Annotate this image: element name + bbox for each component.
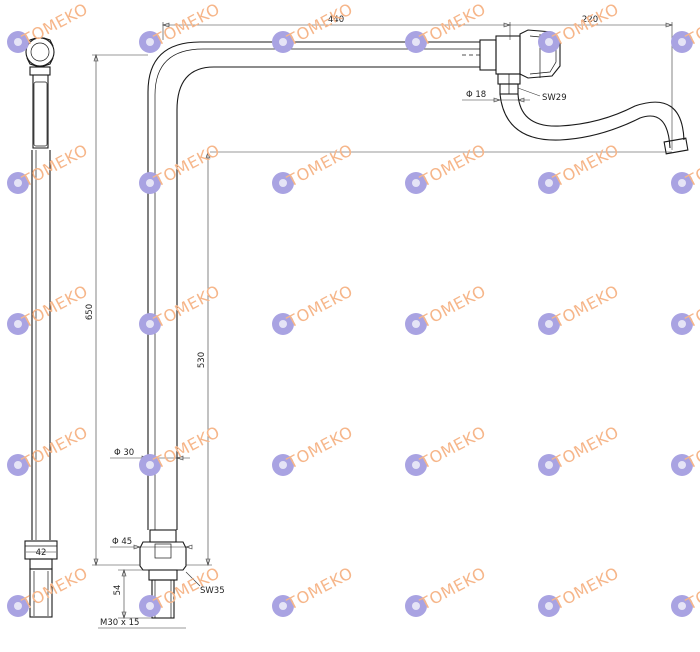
main-pipe: [147, 41, 480, 530]
watermark-text: TOMEKO: [18, 0, 91, 50]
watermark-tomeko: TOMEKO: [7, 281, 91, 335]
dim-height-spout: 530: [197, 352, 207, 368]
watermark-text: TOMEKO: [283, 563, 356, 614]
watermark-tomeko: TOMEKO: [272, 140, 356, 194]
watermark-text: TOMEKO: [283, 140, 356, 191]
side-view-spout: [32, 75, 49, 149]
watermark-tomeko: TOMEKO: [405, 281, 489, 335]
watermark-tomeko: TOMEKO: [7, 422, 91, 476]
watermark-text: TOMEKO: [18, 422, 91, 473]
watermark-tomeko: TOMEKO: [272, 281, 356, 335]
watermark-tomeko: TOMEKO: [7, 0, 91, 53]
watermark-tomeko: TOMEKO: [139, 281, 223, 335]
dim-connector-diameter: Φ 18: [466, 90, 486, 100]
watermark-text: TOMEKO: [150, 422, 223, 473]
watermark-text: TOMEKO: [549, 281, 622, 332]
watermark-text: TOMEKO: [416, 140, 489, 191]
dim-thread-length: 54: [113, 585, 123, 596]
dim-wrench-base: SW35: [200, 586, 225, 596]
watermark-text: TOMEKO: [18, 281, 91, 332]
watermark-tomeko: TOMEKO: [405, 422, 489, 476]
watermark-tomeko: TOMEKO: [671, 422, 700, 476]
side-view-handle: [25, 37, 55, 76]
watermark-tomeko: TOMEKO: [671, 563, 700, 617]
swivel-spout: [499, 93, 671, 149]
dim-height-total: 650: [85, 304, 95, 320]
watermark-text: TOMEKO: [283, 281, 356, 332]
watermark-tomeko: TOMEKO: [405, 0, 489, 53]
watermark-text: TOMEKO: [416, 422, 489, 473]
watermark-tomeko: TOMEKO: [272, 422, 356, 476]
watermark-text: TOMEKO: [549, 563, 622, 614]
watermark-text: TOMEKO: [549, 140, 622, 191]
watermark-text: TOMEKO: [150, 140, 223, 191]
base-nut: [139, 529, 187, 571]
watermark-tomeko: TOMEKO: [272, 563, 356, 617]
watermark-tomeko: TOMEKO: [139, 422, 223, 476]
watermark-tomeko: TOMEKO: [405, 140, 489, 194]
watermark-tomeko: TOMEKO: [538, 0, 622, 53]
side-view-thread: [29, 568, 53, 618]
watermark-text: TOMEKO: [416, 281, 489, 332]
dim-pipe-diameter: Φ 30: [114, 448, 134, 458]
watermark-tomeko: TOMEKO: [671, 281, 700, 335]
watermark-tomeko: TOMEKO: [405, 563, 489, 617]
watermark-tomeko: TOMEKO: [538, 140, 622, 194]
dim-thread-spec: M30 x 15: [100, 618, 139, 628]
watermark-tomeko: TOMEKO: [538, 563, 622, 617]
watermark-text: TOMEKO: [18, 563, 91, 614]
dim-spout-extension: 220: [582, 15, 598, 25]
watermark-tomeko: TOMEKO: [7, 563, 91, 617]
dim-wrench-valve: SW29: [542, 93, 567, 103]
valve-body: [479, 29, 561, 95]
front-view: [139, 29, 689, 619]
watermark-tomeko: TOMEKO: [7, 140, 91, 194]
side-view: 42: [24, 37, 58, 618]
watermark-text: TOMEKO: [283, 422, 356, 473]
watermark-layer: TOMEKO TOMEKO TOMEKO TOMEKO TOMEKO TOMEKO TOME…: [7, 0, 700, 617]
watermark-tomeko: TOMEKO: [139, 140, 223, 194]
dim-side-width: 42: [36, 548, 47, 558]
watermark-tomeko: TOMEKO: [538, 281, 622, 335]
watermark-text: TOMEKO: [416, 563, 489, 614]
watermark-text: TOMEKO: [150, 281, 223, 332]
watermark-tomeko: TOMEKO: [272, 0, 356, 53]
dim-base-diameter: Φ 45: [112, 537, 132, 547]
watermark-tomeko: TOMEKO: [139, 0, 223, 53]
watermark-text: TOMEKO: [549, 422, 622, 473]
watermark-tomeko: TOMEKO: [671, 0, 700, 53]
dim-spout-reach: 440: [328, 15, 344, 25]
watermark-text: TOMEKO: [18, 140, 91, 191]
watermark-tomeko: TOMEKO: [671, 140, 700, 194]
dimension-lines: 440 220 650 530 Φ 30 Φ 45 SW35: [85, 15, 673, 629]
watermark-tomeko: TOMEKO: [538, 422, 622, 476]
